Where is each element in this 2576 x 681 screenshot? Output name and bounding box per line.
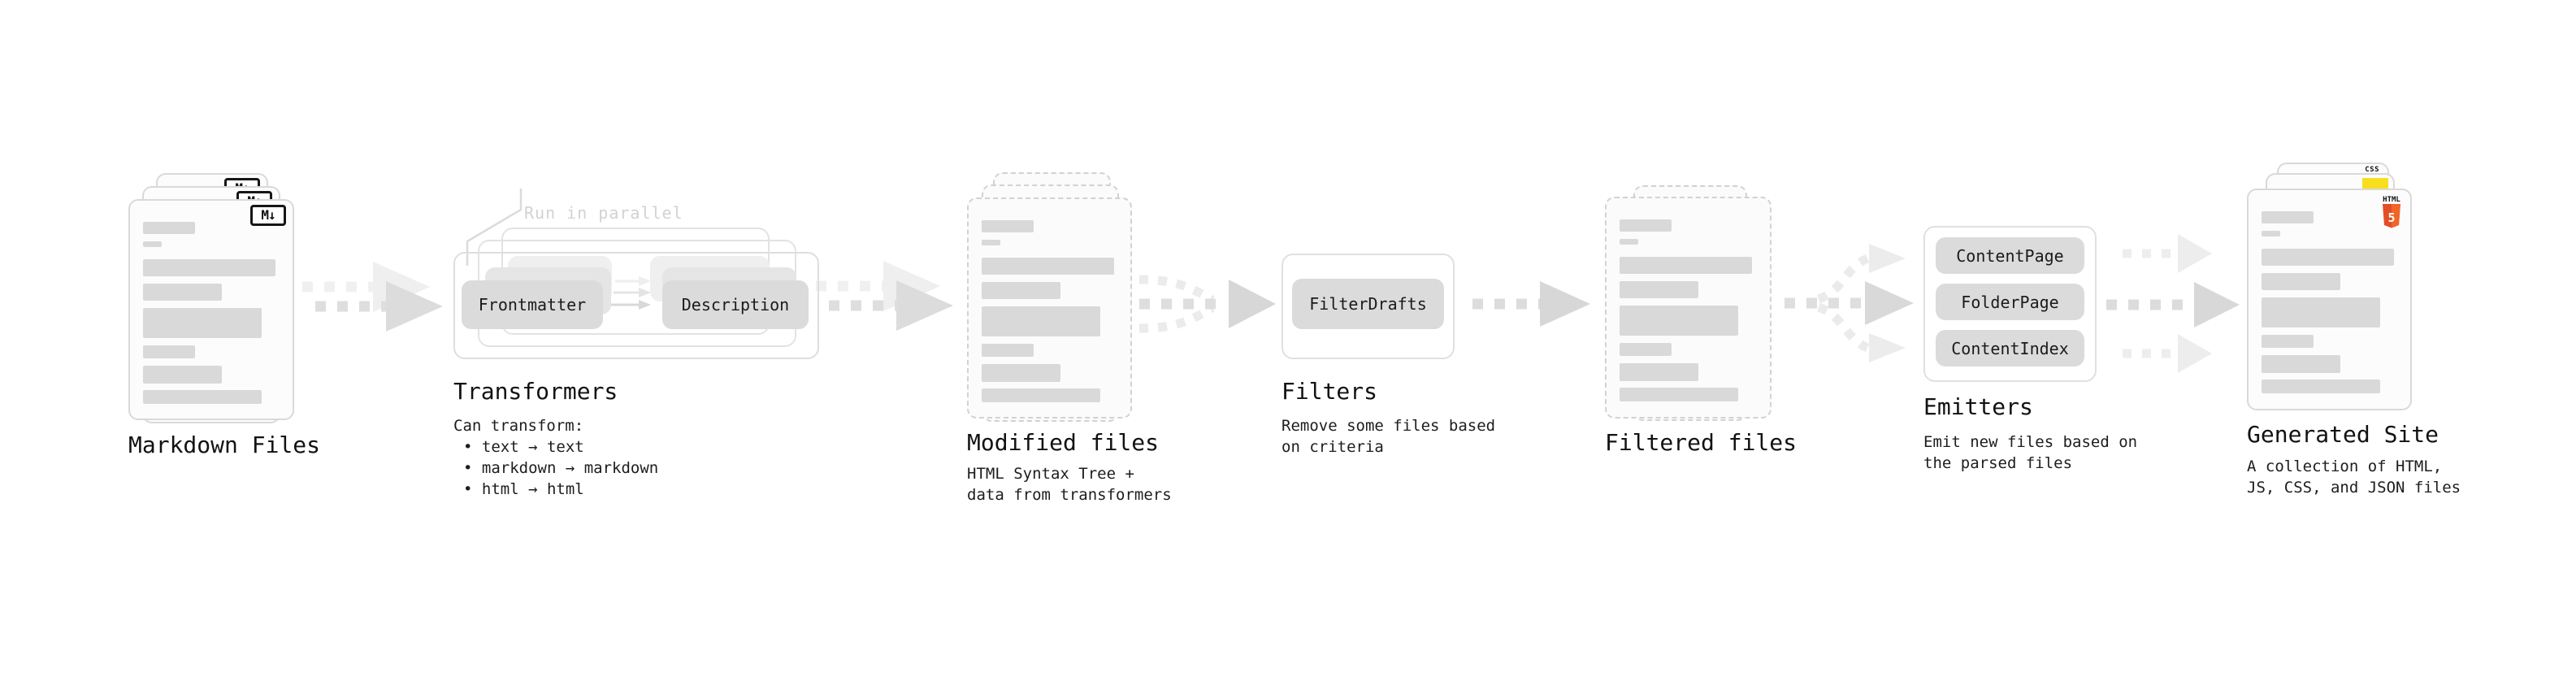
document-content-placeholder xyxy=(2262,211,2394,393)
markdown-icon: M↓ xyxy=(250,205,286,226)
contentindex-pill: ContentIndex xyxy=(1936,330,2084,367)
emitters-caption: Emit new files based on the parsed files xyxy=(1923,433,2138,472)
generated-site-caption: A collection of HTML, JS, CSS, and JSON … xyxy=(2247,458,2461,497)
description-pill: Description xyxy=(662,280,809,329)
svg-text:5: 5 xyxy=(2387,210,2395,225)
arrow-filters-to-filtered xyxy=(1472,281,1590,327)
js-icon xyxy=(2362,178,2388,190)
run-in-parallel-annotation: Run in parallel xyxy=(524,203,683,223)
modified-file-sheet-front xyxy=(967,197,1132,419)
generated-site-title: Generated Site xyxy=(2247,421,2439,448)
folderpage-pill: FolderPage xyxy=(1936,284,2084,320)
emitters-title: Emitters xyxy=(1923,393,2033,420)
svg-text:HTML: HTML xyxy=(2383,196,2400,204)
arrow-markdown-to-transformers xyxy=(302,262,443,332)
markdown-file-sheet-front: M↓ xyxy=(128,199,294,420)
document-content-placeholder xyxy=(982,220,1114,402)
arrow-emitters-to-generated xyxy=(2106,234,2240,373)
transformers-layer-front xyxy=(453,252,819,359)
frontmatter-pill: Frontmatter xyxy=(462,280,603,329)
modified-files-caption: HTML Syntax Tree + data from transformer… xyxy=(967,465,1172,504)
transformers-bullet: • text → text xyxy=(463,438,584,456)
transformers-caption-heading: Can transform: xyxy=(453,417,584,435)
modified-files-title: Modified files xyxy=(967,429,1160,456)
document-content-placeholder xyxy=(143,222,275,404)
generated-html-sheet: HTML 5 xyxy=(2247,189,2412,410)
contentpage-pill: ContentPage xyxy=(1936,237,2084,274)
transformers-title: Transformers xyxy=(453,378,618,405)
filtered-files-title: Filtered files xyxy=(1605,429,1798,456)
filtered-file-sheet-front xyxy=(1605,197,1772,419)
markdown-files-title: Markdown Files xyxy=(128,432,321,458)
filters-title: Filters xyxy=(1281,378,1378,405)
transformers-bullet: • html → html xyxy=(463,480,584,498)
transformers-bullet: • markdown → markdown xyxy=(463,459,659,477)
arrow-transformers-to-modified xyxy=(816,261,953,331)
filters-caption: Remove some files based on criteria xyxy=(1281,417,1496,456)
filterdrafts-pill: FilterDrafts xyxy=(1292,279,1444,329)
arrow-modified-to-filters xyxy=(1138,275,1276,333)
arrow-filtered-to-emitters xyxy=(1785,244,1914,362)
document-content-placeholder xyxy=(1620,219,1752,401)
html5-icon: HTML 5 xyxy=(2383,196,2400,228)
